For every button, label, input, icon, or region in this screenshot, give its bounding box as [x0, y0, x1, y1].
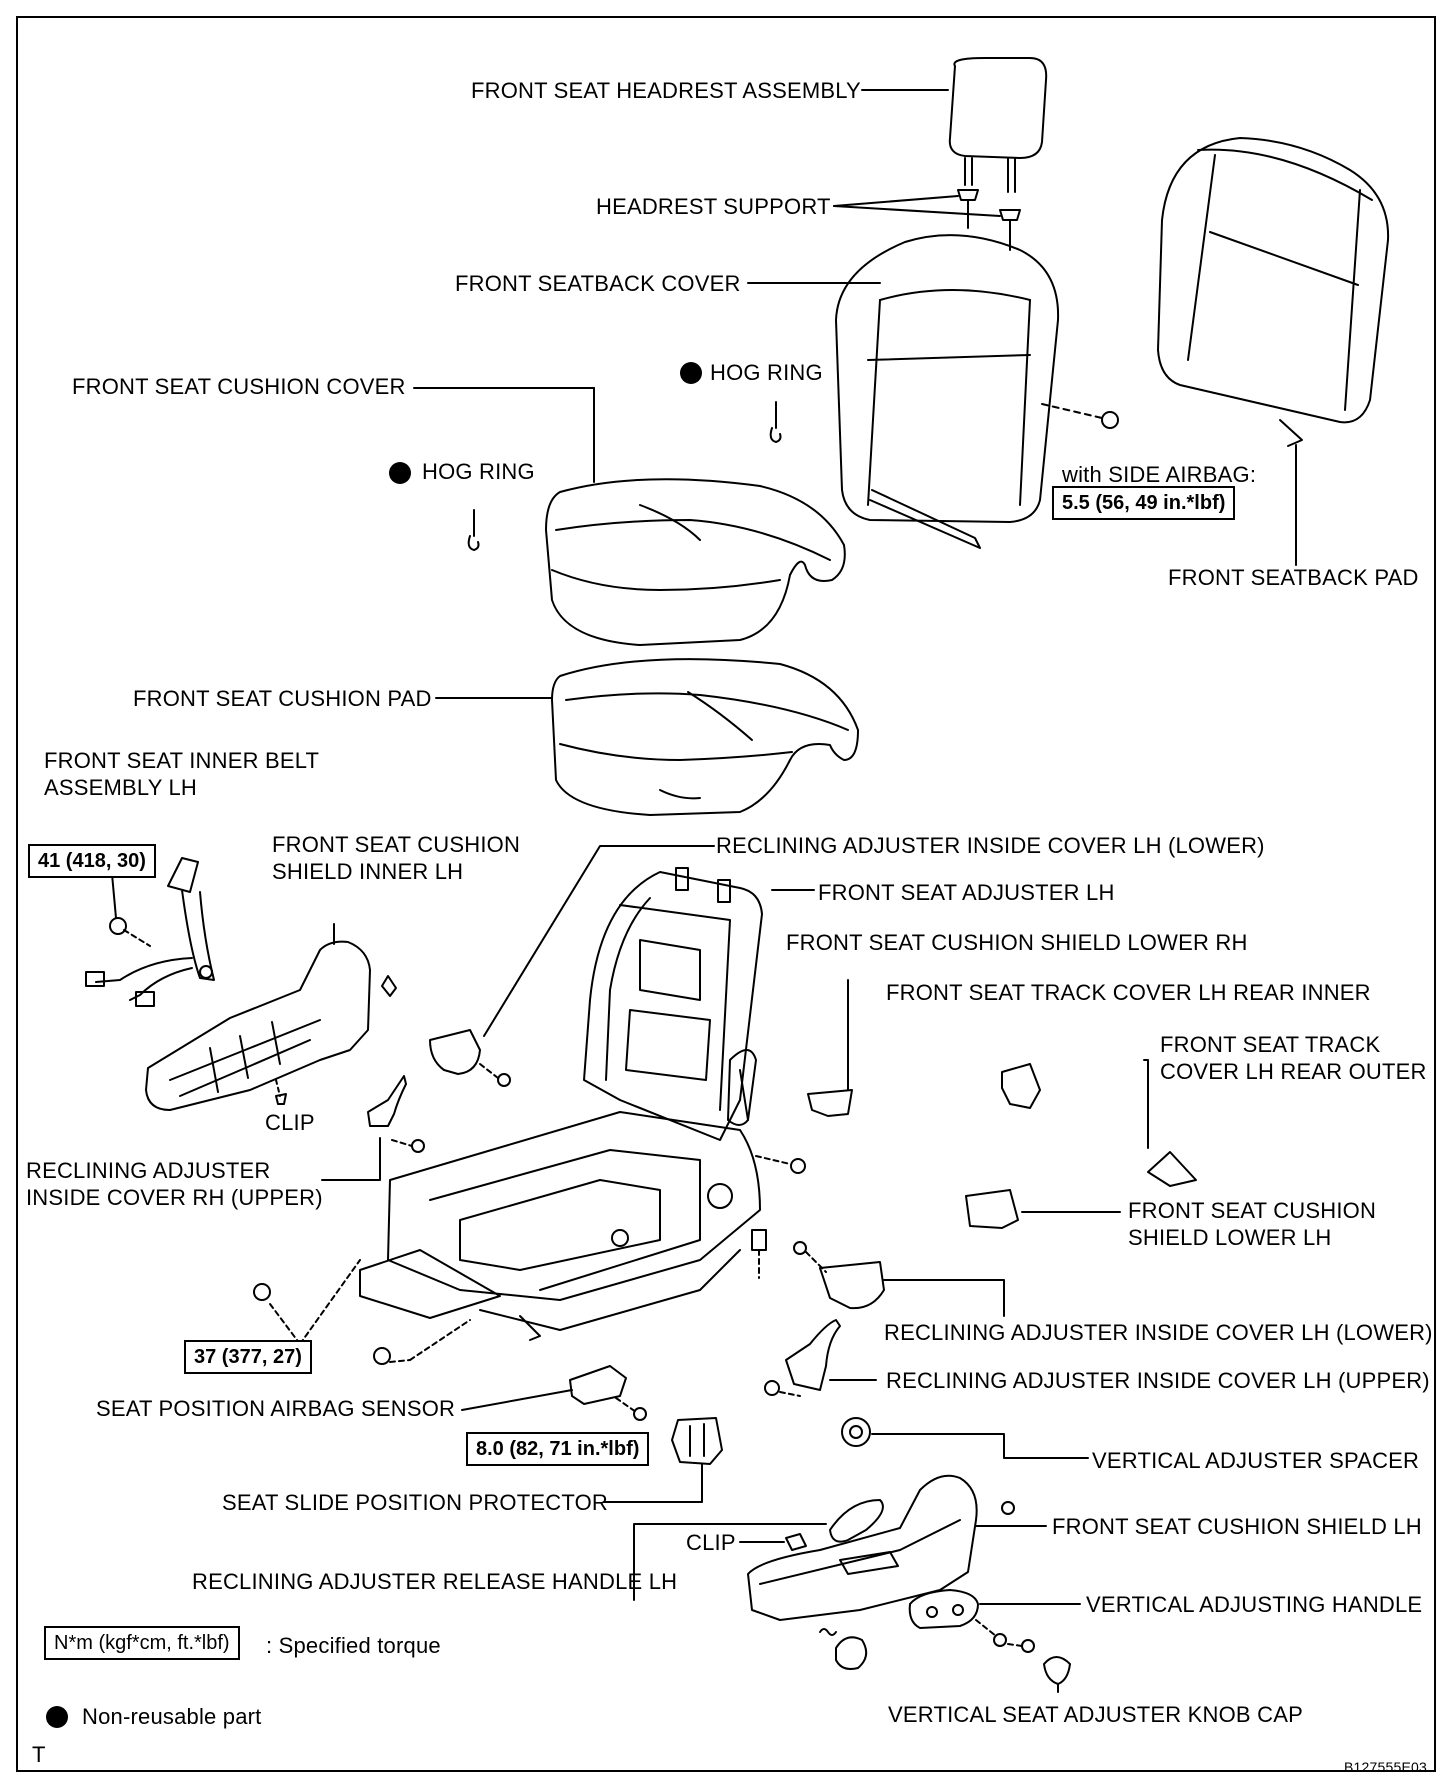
- corner-mark-t: T: [32, 1742, 46, 1767]
- legend-nonreusable-marker: [46, 1706, 68, 1728]
- label-clip-left: CLIP: [265, 1110, 315, 1135]
- shield-lower-lh-drawing: [965, 1189, 1019, 1229]
- label-recl-cover-lh-lower-top: RECLINING ADJUSTER INSIDE COVER LH (LOWE…: [716, 833, 1265, 858]
- label-cushion-cover: FRONT SEAT CUSHION COVER: [72, 374, 406, 399]
- torque-seat-adjuster: 37 (377, 27): [184, 1340, 312, 1374]
- clip-bottom-drawing: [785, 1533, 807, 1551]
- label-seatback-cover: FRONT SEATBACK COVER: [455, 271, 741, 296]
- shield-lower-rh-drawing: [807, 979, 853, 1117]
- label-cushion-pad: FRONT SEAT CUSHION PAD: [133, 686, 432, 711]
- torque-inner-belt: 41 (418, 30): [28, 844, 156, 878]
- label-seatback-pad: FRONT SEATBACK PAD: [1168, 565, 1419, 590]
- label-cushion-shield-lh: FRONT SEAT CUSHION SHIELD LH: [1052, 1514, 1422, 1539]
- label-vertical-adjuster-spacer: VERTICAL ADJUSTER SPACER: [1092, 1448, 1420, 1473]
- label-knob-cap: VERTICAL SEAT ADJUSTER KNOB CAP: [888, 1702, 1303, 1727]
- label-recl-cover-lh-lower: RECLINING ADJUSTER INSIDE COVER LH (LOWE…: [884, 1320, 1433, 1345]
- legend-torque-unit-box: N*m (kgf*cm, ft.*lbf): [44, 1626, 240, 1660]
- label-hog-ring-upper: HOG RING: [710, 360, 823, 385]
- label-shield-lower-rh: FRONT SEAT CUSHION SHIELD LOWER RH: [786, 930, 1248, 955]
- figure-code: B127555E03: [1344, 1759, 1427, 1775]
- label-headrest-support: HEADREST SUPPORT: [596, 194, 831, 219]
- label-inner-belt-line2: ASSEMBLY LH: [44, 775, 198, 800]
- label-vertical-adjusting-handle: VERTICAL ADJUSTING HANDLE: [1086, 1592, 1423, 1617]
- recl-cover-rh-upper-drawing: [367, 1075, 425, 1153]
- cushion-cover-drawing: [545, 478, 846, 646]
- seat-adjuster-drawing: [359, 867, 763, 1341]
- label-airbag-sensor: SEAT POSITION AIRBAG SENSOR: [96, 1396, 456, 1421]
- label-seat-adjuster-lh: FRONT SEAT ADJUSTER LH: [818, 880, 1115, 905]
- cushion-pad-drawing: [551, 658, 859, 816]
- legend-torque-description: : Specified torque: [266, 1633, 441, 1658]
- release-handle-drawing: [829, 1499, 884, 1543]
- torque-side-airbag: 5.5 (56, 49 in.*lbf): [1052, 486, 1236, 520]
- label-track-cover-rear-outer-line1: FRONT SEAT TRACK: [1160, 1032, 1381, 1057]
- label-clip-bottom: CLIP: [686, 1530, 736, 1555]
- label-release-handle: RECLINING ADJUSTER RELEASE HANDLE LH: [192, 1569, 678, 1594]
- label-inner-belt-line1: FRONT SEAT INNER BELT: [44, 748, 320, 773]
- label-headrest-assembly: FRONT SEAT HEADREST ASSEMBLY: [471, 78, 861, 103]
- seatback-pad-drawing: [1157, 137, 1390, 566]
- label-track-cover-rear-outer-line2: COVER LH REAR OUTER: [1160, 1059, 1427, 1084]
- label-shield-lower-lh-line2: SHIELD LOWER LH: [1128, 1225, 1332, 1250]
- knob-drawing: [835, 1636, 868, 1670]
- recl-cover-lh-upper-drawing: [785, 1319, 841, 1391]
- label-slide-position-protector: SEAT SLIDE POSITION PROTECTOR: [222, 1490, 608, 1515]
- nonreusable-marker-hog-ring-left: [389, 462, 411, 484]
- headrest-support-drawing: [957, 189, 1021, 251]
- slide-protector-drawing: [671, 1417, 723, 1465]
- label-track-cover-rear-inner: FRONT SEAT TRACK COVER LH REAR INNER: [886, 980, 1371, 1005]
- label-shield-lower-lh-line1: FRONT SEAT CUSHION: [1128, 1198, 1377, 1223]
- seatback-cover-drawing: [835, 234, 1060, 549]
- airbag-sensor-drawing: [569, 1365, 647, 1421]
- label-recl-cover-lh-upper: RECLINING ADJUSTER INSIDE COVER LH (UPPE…: [886, 1368, 1430, 1393]
- vertical-adjuster-spacer-drawing: [841, 1417, 871, 1447]
- vertical-adjusting-handle-drawing: [908, 1589, 1035, 1653]
- inner-belt-drawing: [85, 857, 215, 1007]
- track-cover-inner-drawing: [1001, 1063, 1041, 1109]
- nonreusable-marker-hog-ring-upper: [680, 362, 702, 384]
- label-recl-cover-rh-line1: RECLINING ADJUSTER: [26, 1158, 271, 1183]
- shield-inner-drawing: [145, 923, 397, 1111]
- track-cover-outer-drawing: [1147, 1151, 1197, 1187]
- cushion-shield-lh-drawing: [747, 1474, 1047, 1621]
- label-with-side-airbag: with SIDE AIRBAG:: [1062, 462, 1257, 487]
- label-recl-cover-rh-line2: INSIDE COVER RH (UPPER): [26, 1185, 323, 1210]
- label-hog-ring-left: HOG RING: [422, 459, 535, 484]
- headrest-drawing: [948, 57, 1048, 193]
- diagram-frame: [16, 16, 1436, 1772]
- legend-nonreusable-text: Non-reusable part: [82, 1704, 262, 1729]
- label-shield-inner-line1: FRONT SEAT CUSHION: [272, 832, 521, 857]
- recl-cover-lh-lower-drawing: [819, 1261, 885, 1310]
- label-shield-inner-line2: SHIELD INNER LH: [272, 859, 464, 884]
- torque-airbag-sensor: 8.0 (82, 71 in.*lbf): [466, 1432, 650, 1466]
- knob-cap-drawing: [1043, 1656, 1071, 1693]
- recl-cover-lh-lower-top-drawing: [429, 1029, 511, 1087]
